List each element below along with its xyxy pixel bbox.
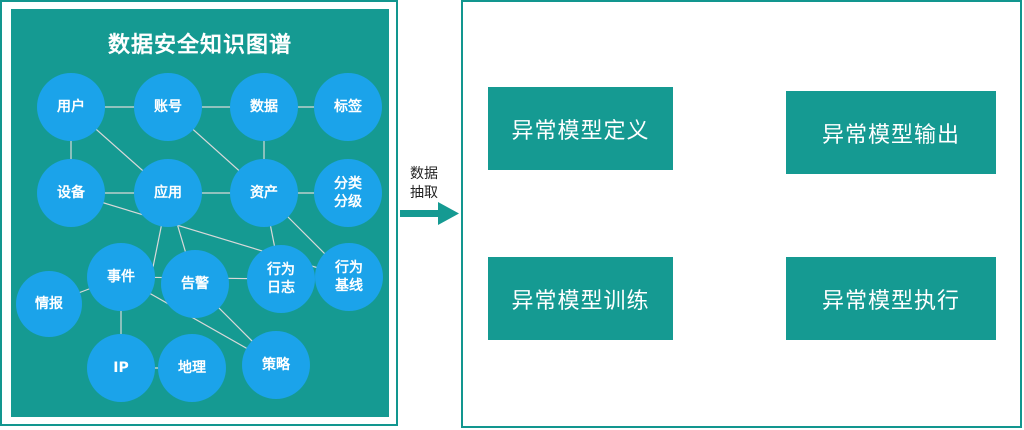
- node-device: 设备: [37, 159, 105, 227]
- node-policy: 策略: [242, 331, 310, 399]
- node-tag: 标签: [314, 73, 382, 141]
- node-behavior-log: 行为 日志: [247, 245, 315, 313]
- step-model-definition: 异常模型定义: [488, 87, 673, 170]
- node-intel: 情报: [16, 271, 82, 337]
- knowledge-graph-panel: 数据安全知识图谱: [11, 9, 389, 417]
- knowledge-graph-frame: 数据安全知识图谱: [0, 0, 398, 426]
- step-model-training: 异常模型训练: [488, 257, 673, 340]
- node-ip: IP: [87, 334, 155, 402]
- node-geo: 地理: [158, 334, 226, 402]
- node-account: 账号: [134, 73, 202, 141]
- node-asset: 资产: [230, 159, 298, 227]
- node-classification: 分类 分级: [314, 159, 382, 227]
- step-model-output: 异常模型输出: [786, 91, 996, 174]
- model-flow-frame: [461, 0, 1022, 428]
- knowledge-graph-title: 数据安全知识图谱: [107, 33, 292, 58]
- node-event: 事件: [87, 243, 155, 311]
- step-model-execution: 异常模型执行: [786, 257, 996, 340]
- node-behavior-baseline: 行为 基线: [315, 243, 383, 311]
- transfer-arrow: [400, 202, 459, 225]
- transfer-label: 数据 抽取: [410, 166, 438, 201]
- node-alert: 告警: [161, 250, 229, 318]
- node-data: 数据: [230, 73, 298, 141]
- node-user: 用户: [37, 73, 105, 141]
- node-application: 应用: [134, 159, 202, 227]
